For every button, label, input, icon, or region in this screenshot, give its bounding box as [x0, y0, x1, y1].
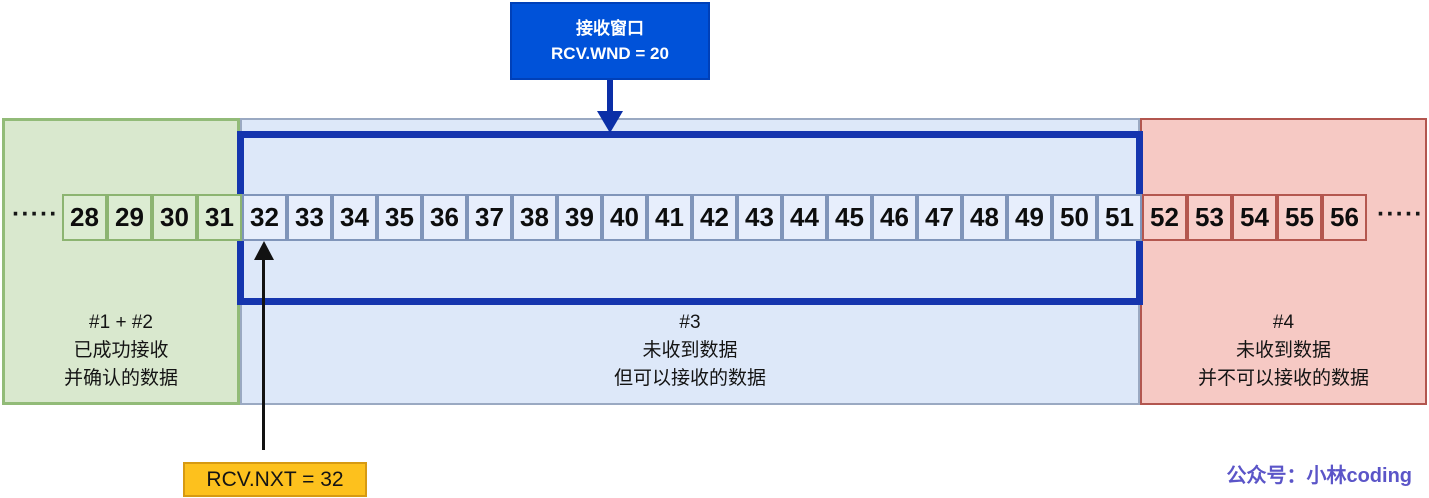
sequence-cell-31: 31 — [197, 194, 242, 241]
up-arrow-icon — [254, 241, 274, 260]
sequence-cell-50: 50 — [1052, 194, 1097, 241]
sequence-cell-33: 33 — [287, 194, 332, 241]
sequence-cell-43: 43 — [737, 194, 782, 241]
sequence-cell-44: 44 — [782, 194, 827, 241]
region-label-line: 已成功接收 — [73, 340, 169, 361]
rcv-nxt-value: RCV.NXT = 32 — [206, 467, 344, 491]
sequence-cell-42: 42 — [692, 194, 737, 241]
region-label-line: #3 — [679, 312, 701, 333]
sequence-cell-40: 40 — [602, 194, 647, 241]
sequence-cell-45: 45 — [827, 194, 872, 241]
sequence-cell-32: 32 — [242, 194, 287, 241]
sequence-cell-47: 47 — [917, 194, 962, 241]
rcv-wnd-value: RCV.WND = 20 — [551, 44, 669, 63]
received-data-panel — [2, 118, 240, 405]
region-label-line: 并不可以接收的数据 — [1197, 368, 1369, 389]
region-label-line: #1 + #2 — [89, 312, 153, 333]
right-ellipsis: ····· — [1377, 200, 1424, 228]
up-arrow-line — [262, 257, 265, 450]
region-label-line: 但可以接收的数据 — [613, 368, 766, 389]
sequence-cell-36: 36 — [422, 194, 467, 241]
region-label-line: #4 — [1272, 312, 1295, 333]
sequence-cell-41: 41 — [647, 194, 692, 241]
sequence-cell-28: 28 — [62, 194, 107, 241]
receive-window-title: 接收窗口 — [576, 19, 644, 38]
region-label-line: 未收到数据 — [1235, 340, 1331, 361]
sequence-cell-55: 55 — [1277, 194, 1322, 241]
sequence-cell-34: 34 — [332, 194, 377, 241]
sequence-cell-37: 37 — [467, 194, 512, 241]
sequence-cell-48: 48 — [962, 194, 1007, 241]
unacceptable-region-label: #4 未收到数据 并不可以接收的数据 — [1140, 309, 1427, 393]
sequence-cell-49: 49 — [1007, 194, 1052, 241]
region-label-line: 并确认的数据 — [63, 368, 178, 389]
region-label-line: 未收到数据 — [642, 340, 738, 361]
watermark-text: 公众号：小林coding — [1226, 465, 1412, 487]
sequence-cell-39: 39 — [557, 194, 602, 241]
receivable-region-label: #3 未收到数据 但可以接收的数据 — [240, 309, 1140, 393]
sequence-cell-38: 38 — [512, 194, 557, 241]
sequence-cell-35: 35 — [377, 194, 422, 241]
sequence-cell-54: 54 — [1232, 194, 1277, 241]
sequence-cell-30: 30 — [152, 194, 197, 241]
left-ellipsis: ····· — [12, 200, 59, 228]
down-arrow-icon — [597, 111, 623, 133]
sequence-cell-56: 56 — [1322, 194, 1367, 241]
sequence-cell-46: 46 — [872, 194, 917, 241]
sequence-cell-29: 29 — [107, 194, 152, 241]
sequence-cell-51: 51 — [1097, 194, 1142, 241]
received-region-label: #1 + #2 已成功接收 并确认的数据 — [2, 309, 240, 393]
sequence-cell-53: 53 — [1187, 194, 1232, 241]
unacceptable-data-panel — [1140, 118, 1427, 405]
receive-window-label-box: 接收窗口 RCV.WND = 20 — [510, 2, 710, 80]
down-arrow-line — [607, 80, 613, 113]
rcv-nxt-label-box: RCV.NXT = 32 — [183, 462, 367, 497]
sequence-cell-52: 52 — [1142, 194, 1187, 241]
